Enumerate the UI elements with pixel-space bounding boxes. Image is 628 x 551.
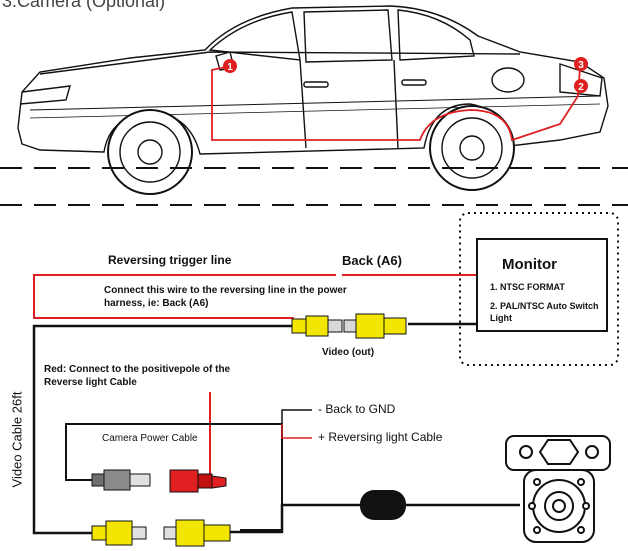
car-marker-2: 2 — [574, 79, 588, 93]
monitor-title: Monitor — [502, 256, 557, 273]
reversing-light-branch-wire — [281, 424, 312, 439]
svg-text:3: 3 — [578, 60, 584, 71]
svg-text:2: 2 — [578, 82, 584, 93]
section-title: 3.Camera (Optional) — [2, 0, 166, 11]
video-cable-label: Video Cable 26ft — [9, 391, 25, 488]
car-illustration — [17, 5, 609, 195]
monitor-feature-1: 1. NTSC FORMAT — [490, 282, 565, 292]
svg-text:1: 1 — [227, 62, 233, 73]
reversing-trigger-label: Reversing trigger line — [108, 253, 232, 267]
car-red-wire — [211, 65, 581, 142]
car-marker-1: 1 — [223, 59, 237, 73]
gnd-branch-wire — [281, 409, 312, 424]
reversing-light-label: + Reversing light Cable — [318, 430, 443, 444]
camera-video-connector-left — [91, 520, 147, 546]
backup-camera-icon — [505, 435, 611, 543]
back-a6-label: Back (A6) — [342, 253, 402, 268]
car-marker-3: 3 — [574, 57, 588, 71]
video-out-connector-left — [291, 315, 343, 337]
monitor-dotted-box — [459, 212, 619, 366]
video-out-label: Video (out) — [322, 347, 375, 358]
camera-power-wire — [65, 423, 283, 531]
monitor-box — [476, 238, 608, 332]
gnd-label: - Back to GND — [318, 402, 396, 416]
power-connector-red — [169, 469, 227, 493]
power-connector-gray — [91, 469, 151, 491]
cable-filter-block — [360, 490, 406, 520]
connect-note: Connect this wire to the reversing line … — [104, 285, 347, 309]
red-wire-note: Red: Connect to the positivepole of the … — [44, 364, 231, 388]
video-cable-wire — [32, 324, 294, 535]
camera-power-label: Camera Power Cable — [102, 433, 198, 444]
monitor-feature-2: 2. PAL/NTSC Auto Switch Light — [490, 301, 599, 323]
reversing-trigger-wire — [33, 274, 336, 319]
video-out-connector-right — [343, 313, 407, 339]
camera-video-connector-right — [163, 519, 231, 547]
